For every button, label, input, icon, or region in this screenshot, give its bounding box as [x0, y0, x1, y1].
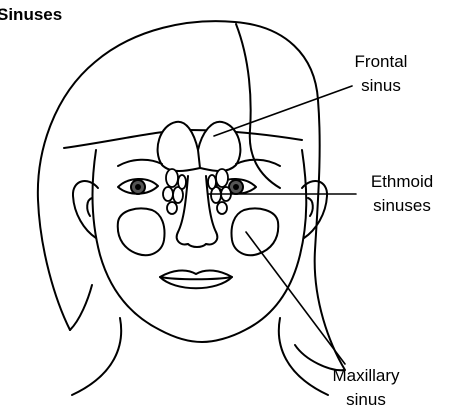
frontal-label-line2: sinus — [338, 74, 424, 98]
ethmoid-sinuses — [163, 169, 231, 214]
frontal-sinus-label: Frontal sinus — [338, 50, 424, 98]
maxillary-label-line1: Maxillary — [318, 364, 414, 388]
upper-lip — [160, 270, 232, 279]
frontal-leader — [214, 86, 352, 136]
maxillary-label-line2: sinus — [318, 388, 414, 412]
right-ear-inner — [308, 198, 313, 216]
ethmoid-sinuses-label: Ethmoid sinuses — [351, 170, 453, 218]
hair-left-inner — [70, 285, 92, 330]
right-maxillary-sinus — [232, 209, 279, 256]
ethmoid-label-line1: Ethmoid — [351, 170, 453, 194]
frontal-label-line1: Frontal — [338, 50, 424, 74]
ethmoid-label-line2: sinuses — [351, 194, 453, 218]
diagram-title: Sinuses — [0, 5, 62, 25]
maxillary-sinus-label: Maxillary sinus — [318, 364, 414, 412]
hair — [38, 21, 345, 370]
right-eyebrow — [236, 160, 280, 166]
neck-left — [72, 318, 121, 395]
left-ear-inner — [87, 198, 92, 216]
left-maxillary-sinus — [118, 209, 165, 256]
nostrils — [188, 244, 206, 247]
left-eyebrow — [118, 160, 162, 166]
